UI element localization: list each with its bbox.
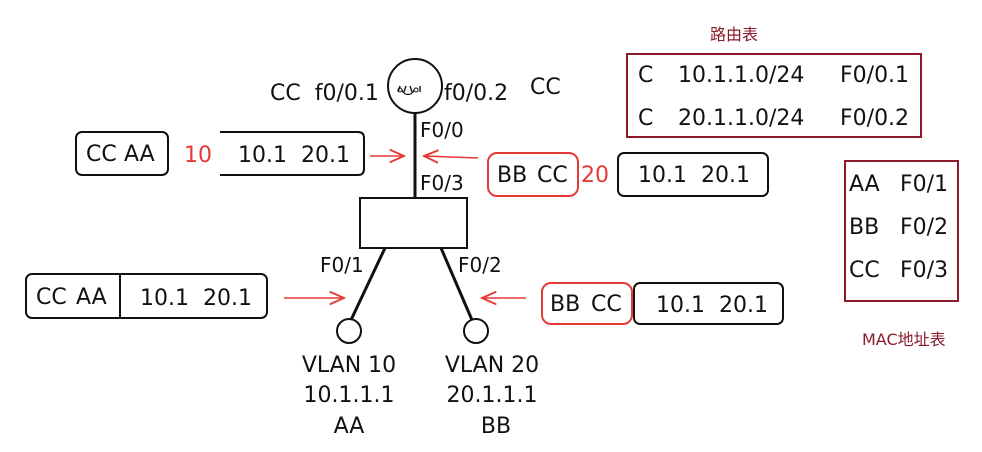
host-ip-label: 20.1.1.1 bbox=[447, 383, 538, 408]
host-icon bbox=[336, 318, 362, 344]
router-uplink-port-label: F0/0 bbox=[420, 118, 464, 142]
switch-port-right-label: F0/2 bbox=[458, 253, 502, 277]
frame-payload: 10.1 20.1 bbox=[656, 293, 768, 318]
mac-entry-mac: BB bbox=[849, 215, 879, 240]
route-iface: F0/0.1 bbox=[840, 63, 909, 88]
mac-entry-port: F0/2 bbox=[900, 215, 948, 240]
route-network: 20.1.1.0/24 bbox=[678, 106, 804, 131]
switch-icon bbox=[359, 197, 468, 249]
frame-src-mac: CC bbox=[591, 292, 622, 317]
host-mac-label: AA bbox=[334, 414, 365, 439]
router-name-label: CC bbox=[530, 75, 561, 100]
route-network: 10.1.1.0/24 bbox=[678, 63, 804, 88]
frame-trunk-out: BB CC 20 10.1 20.1 bbox=[487, 152, 769, 197]
switch-trunk-port-label: F0/3 bbox=[420, 171, 464, 195]
routing-table-box bbox=[626, 53, 922, 138]
routing-table: 路由表 C 10.1.1.0/24 F0/0.1 C 20.1.1.0/24 F… bbox=[626, 25, 922, 138]
frame-payload-box bbox=[220, 131, 365, 176]
host-vlan-label: VLAN 10 bbox=[302, 353, 396, 378]
mac-entry-mac: AA bbox=[849, 172, 880, 197]
routing-table-title: 路由表 bbox=[710, 25, 758, 44]
route-type: C bbox=[638, 106, 653, 131]
frame-src-mac: AA bbox=[76, 285, 107, 310]
frame-src-mac: AA bbox=[124, 142, 155, 167]
frame-box bbox=[25, 273, 268, 319]
host-left: VLAN 10 10.1.1.1 AA bbox=[302, 318, 396, 439]
frame-vlan-tag: 10 bbox=[184, 143, 212, 168]
frame-payload: 10.1 20.1 bbox=[140, 286, 252, 311]
mac-entry-mac: CC bbox=[849, 258, 880, 283]
frame-payload: 10.1 20.1 bbox=[638, 163, 750, 188]
host-mac-label: BB bbox=[481, 414, 511, 439]
mac-table-title: MAC地址表 bbox=[862, 330, 946, 349]
mac-table-box bbox=[844, 160, 959, 302]
access-link-right bbox=[439, 247, 474, 321]
host-icon bbox=[463, 318, 489, 344]
frame-header-box bbox=[487, 152, 579, 197]
frame-payload-box bbox=[633, 282, 784, 325]
flow-arrow-trunk-out bbox=[424, 156, 479, 158]
access-link-left bbox=[349, 247, 387, 321]
frame-dst-mac: BB bbox=[497, 163, 527, 188]
frame-dst-mac: CC bbox=[36, 285, 67, 310]
route-type: C bbox=[638, 63, 653, 88]
frame-dst-mac: CC bbox=[86, 142, 117, 167]
frame-payload: 10.1 20.1 bbox=[238, 143, 350, 168]
frame-vlan-tag: 20 bbox=[581, 163, 609, 188]
frame-access-out: BB CC 10.1 20.1 bbox=[541, 282, 784, 325]
mac-table: AA F0/1 BB F0/2 CC F0/3 MAC地址表 bbox=[844, 160, 959, 349]
frame-dst-mac: BB bbox=[550, 292, 580, 317]
frame-payload-box bbox=[617, 152, 769, 197]
router-icon bbox=[387, 58, 443, 114]
switch-port-left-label: F0/1 bbox=[320, 253, 364, 277]
host-ip-label: 10.1.1.1 bbox=[304, 383, 395, 408]
mac-entry-port: F0/3 bbox=[900, 258, 948, 283]
host-vlan-label: VLAN 20 bbox=[445, 353, 539, 378]
frame-header-box bbox=[541, 282, 633, 325]
router-subif-right-label: f0/0.2 bbox=[444, 81, 508, 106]
frame-access-in: CC AA 10.1 20.1 bbox=[25, 273, 268, 319]
frame-src-mac: CC bbox=[537, 163, 568, 188]
router-antenna-icon bbox=[397, 85, 421, 93]
router-subif-left-label: CC f0/0.1 bbox=[270, 81, 379, 106]
host-right: VLAN 20 20.1.1.1 BB bbox=[445, 318, 539, 439]
route-iface: F0/0.2 bbox=[840, 106, 909, 131]
mac-entry-port: F0/1 bbox=[900, 172, 948, 197]
frame-trunk-in: CC AA 10 10.1 20.1 bbox=[75, 131, 365, 176]
router: CC f0/0.1 f0/0.2 CC bbox=[270, 58, 561, 114]
frame-header-box bbox=[75, 131, 169, 176]
